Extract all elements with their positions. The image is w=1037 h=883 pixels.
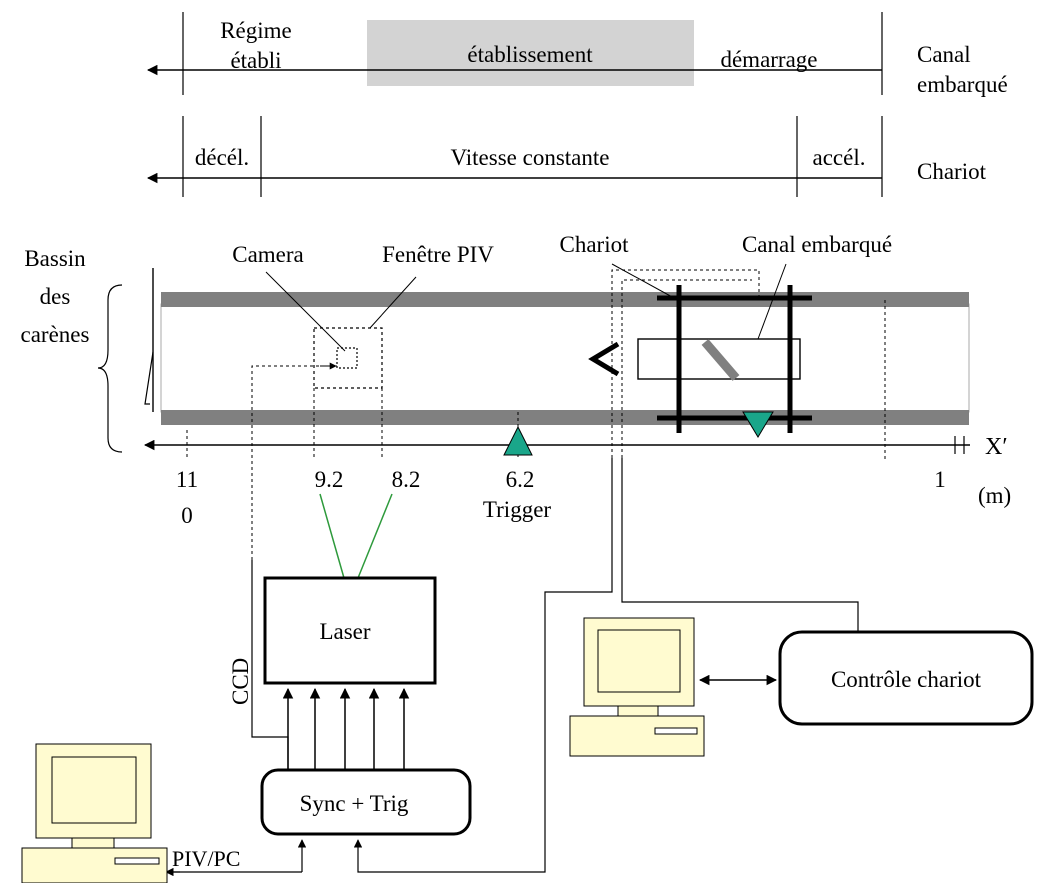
laser-beam-right: [357, 493, 393, 579]
etablissement-label: établissement: [467, 42, 593, 67]
ccd-cable-basin: [251, 365, 337, 560]
sync-laser-arrows: [282, 687, 410, 770]
basin-end-mark: [144, 351, 154, 405]
piv-pc-label: PIV/PC: [172, 846, 240, 871]
piv-computer-icon: [21, 743, 168, 883]
sync-trig-label: Sync + Trig: [300, 791, 409, 816]
sync-trig-box: [260, 768, 472, 836]
bassin-brace: [97, 284, 123, 453]
camera-box: [336, 347, 358, 369]
laser-box: [263, 576, 437, 685]
controle-chariot-box: [778, 630, 1034, 726]
x-axis-label: X′: [985, 434, 1008, 460]
accel-label: accél.: [813, 145, 866, 170]
rail-bottom: [161, 410, 969, 425]
chariot: [657, 285, 812, 433]
tick-8-2: 8.2: [392, 467, 421, 492]
canal-embarque-label: Canal embarqué: [742, 232, 892, 257]
x-axis-unit: (m): [978, 483, 1011, 508]
ccd-label: CCD: [228, 658, 253, 705]
chariot-row-label: Chariot: [917, 159, 987, 184]
chariot-cable-dashed-2: [621, 279, 752, 458]
tick-9-2: 9.2: [315, 467, 344, 492]
canal-embarque: [637, 338, 801, 380]
camera-leader: [265, 271, 346, 352]
basin-water: [160, 303, 970, 413]
control-cable: [621, 458, 859, 632]
control-computer-icon: [569, 617, 705, 757]
canal-leader: [757, 263, 787, 340]
controle-chariot-label: Contrôle chariot: [831, 667, 982, 692]
chariot-label: Chariot: [560, 232, 630, 257]
camera-label: Camera: [232, 242, 304, 267]
tick-6-2: 6.2: [506, 467, 535, 492]
laser-beam-left: [319, 493, 345, 579]
trigger-label: Trigger: [483, 497, 551, 522]
decel-label: décél.: [195, 145, 249, 170]
piv-window-leader: [369, 276, 417, 329]
etablissement-band: [367, 20, 694, 86]
laser-label: Laser: [319, 619, 370, 644]
tick-1: 1: [934, 467, 946, 492]
trigger-triangle-chariot: [742, 411, 774, 438]
chariot-bow: [588, 341, 620, 377]
trigger-cable: [353, 458, 613, 873]
piv-window-label: Fenêtre PIV: [382, 242, 494, 267]
timeline-chariot: décél. Vitesse constante accél. Chariot: [146, 116, 987, 197]
piv-pc-link: [165, 839, 307, 877]
demarrage-label: démarrage: [720, 47, 817, 72]
rail-top: [161, 292, 969, 307]
laser-unit: Laser: [263, 493, 437, 685]
canal-plate: [701, 339, 740, 381]
piv-window: [313, 327, 383, 389]
chariot-cable-dashed: [611, 269, 760, 458]
vitesse-constante-label: Vitesse constante: [451, 145, 610, 170]
trigger-triangle: [503, 425, 533, 456]
